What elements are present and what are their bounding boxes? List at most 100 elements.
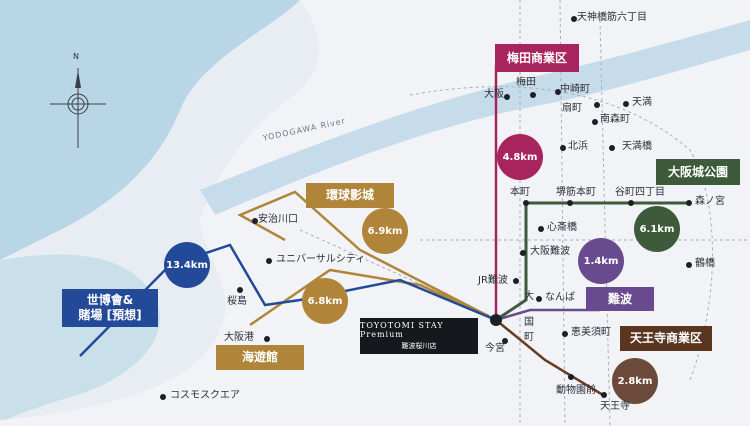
station-nakazaki: 中崎町: [560, 84, 590, 95]
district-expo-label-1: 世博會&: [86, 293, 134, 307]
district-namba[interactable]: 難波: [586, 287, 654, 311]
yodogawa-river: [200, 20, 750, 215]
station-dot-imamiya: [502, 338, 508, 344]
station-dot-jrnamba: [513, 278, 519, 284]
station-cosmo: コスモスクエア: [170, 390, 240, 401]
district-umeda[interactable]: 梅田商業区: [495, 44, 579, 72]
station-tanimachi: 谷町四丁目: [615, 187, 665, 198]
route-osakajo: [495, 201, 690, 322]
station-honmachi: 本町: [510, 187, 530, 198]
station-dot-umeda: [530, 92, 536, 98]
station-jrnamba: JR難波: [478, 275, 508, 286]
station-morinomiya: 森ノ宮: [695, 196, 725, 207]
hotel-location-dot: [490, 314, 502, 326]
station-umeda: 梅田: [516, 77, 536, 88]
distance-expo-value: 13.4km: [166, 259, 208, 271]
district-tennoji[interactable]: 天王寺商業区: [620, 326, 712, 351]
district-osakajo[interactable]: 大阪城公園: [656, 159, 740, 185]
station-tenmabashi: 天満橋: [622, 141, 652, 152]
district-expo[interactable]: 世博會& 賭場 [預想]: [62, 289, 158, 327]
distance-kaiyukan-value: 6.8km: [307, 295, 343, 307]
station-osaka: 大阪: [484, 89, 504, 100]
distance-usj-value: 6.9km: [367, 225, 403, 237]
station-dot-morinomiya: [686, 200, 692, 206]
station-dot-ebisucho: [562, 331, 568, 337]
district-usj[interactable]: 環球影城: [306, 183, 394, 208]
district-kaiyukan-label: 海遊館: [241, 350, 278, 364]
district-kaiyukan[interactable]: 海遊館: [216, 345, 304, 370]
station-dot-ajikawa: [252, 218, 258, 224]
station-shinsaibashi: 心斎橋: [547, 222, 577, 233]
station-dot-tanimachi: [628, 200, 634, 206]
station-dot-osaka: [504, 94, 510, 100]
distance-osakajo: 6.1km: [634, 206, 680, 252]
bay-water: [0, 0, 300, 260]
station-imamiya: 今宮: [485, 343, 505, 354]
station-tenma: 天満: [632, 97, 652, 108]
station-dot-tsuruhashi: [686, 262, 692, 268]
station-dot-tenma: [623, 101, 629, 107]
station-sakurajima: 桜島: [227, 296, 247, 307]
station-tenjin: 天神橋筋六丁目: [577, 12, 647, 23]
district-expo-label-2: 賭場 [預想]: [78, 308, 142, 322]
route-namba: [495, 308, 600, 322]
distance-namba-value: 1.4km: [583, 255, 619, 267]
station-minamimori: 南森町: [600, 114, 630, 125]
distance-umeda-value: 4.8km: [502, 151, 538, 163]
district-namba-label: 難波: [607, 291, 632, 306]
distance-osakajo-value: 6.1km: [639, 223, 675, 235]
station-dobutsuen: 動物園前: [556, 385, 596, 396]
station-dot-tenjin: [571, 16, 577, 22]
station-universal: ユニバーサルシティ: [276, 254, 366, 265]
station-dot-sakaisuji: [567, 200, 573, 206]
station-dot-osakako: [264, 336, 270, 342]
station-dot-universal: [266, 258, 272, 264]
station-kitahama: 北浜: [568, 141, 588, 152]
hotel-badge[interactable]: TOYOTOMI STAY Premium 難波桜川店: [360, 318, 478, 354]
station-dot-tenmabashi: [609, 145, 615, 151]
hotel-branch: 難波桜川店: [401, 342, 437, 350]
district-usj-label: 環球影城: [325, 188, 374, 202]
distance-umeda: 4.8km: [497, 134, 543, 180]
district-umeda-label: 梅田商業区: [506, 50, 567, 65]
station-osakanamba: 大阪難波: [530, 246, 570, 257]
station-dot-sakurajima: [237, 287, 243, 293]
station-daikokucho-2: 国: [524, 317, 534, 328]
station-dot-nanba: [536, 296, 542, 302]
compass-north-label: N: [73, 52, 79, 61]
station-dot-cosmo: [160, 394, 166, 400]
station-dot-shinsaibashi: [538, 226, 544, 232]
station-ogimachi: 扇町: [562, 103, 582, 114]
station-ebisucho: 恵美須町: [571, 327, 611, 338]
station-daikokucho-1: 大: [524, 291, 534, 302]
station-sakaisuji: 堺筋本町: [556, 187, 596, 198]
district-tennoji-label: 天王寺商業区: [629, 331, 702, 345]
route-tennoji: [495, 319, 604, 397]
compass-rose-icon: N: [48, 52, 108, 148]
distance-namba: 1.4km: [578, 238, 624, 284]
station-dot-dobutsuen: [568, 374, 574, 380]
station-dot-honmachi: [523, 200, 529, 206]
station-dot-osakanamba: [520, 250, 526, 256]
distance-expo: 13.4km: [164, 242, 210, 288]
route-kaiyukan: [249, 268, 497, 327]
hotel-name: TOYOTOMI STAY Premium: [360, 321, 444, 339]
station-tsuruhashi: 鶴橋: [695, 258, 715, 269]
distance-tennoji: 2.8km: [612, 358, 658, 404]
distance-tennoji-value: 2.8km: [617, 375, 653, 387]
district-osakajo-label: 大阪城公園: [667, 164, 728, 179]
station-nanba: なんば: [545, 292, 575, 303]
station-dot-kitahama: [560, 145, 566, 151]
station-dot-minamimori: [592, 119, 598, 125]
station-dot-ogimachi: [594, 102, 600, 108]
distance-usj: 6.9km: [362, 208, 408, 254]
distance-kaiyukan: 6.8km: [302, 278, 348, 324]
station-tennoji: 天王寺: [600, 401, 630, 412]
station-dot-tennoji: [601, 392, 607, 398]
station-daikokucho-3: 町: [524, 332, 534, 343]
station-ajikawa: 安治川口: [258, 214, 298, 225]
station-osakako: 大阪港: [224, 332, 254, 343]
station-dot-nakazaki: [555, 89, 561, 95]
rail-lines: [299, 0, 750, 426]
